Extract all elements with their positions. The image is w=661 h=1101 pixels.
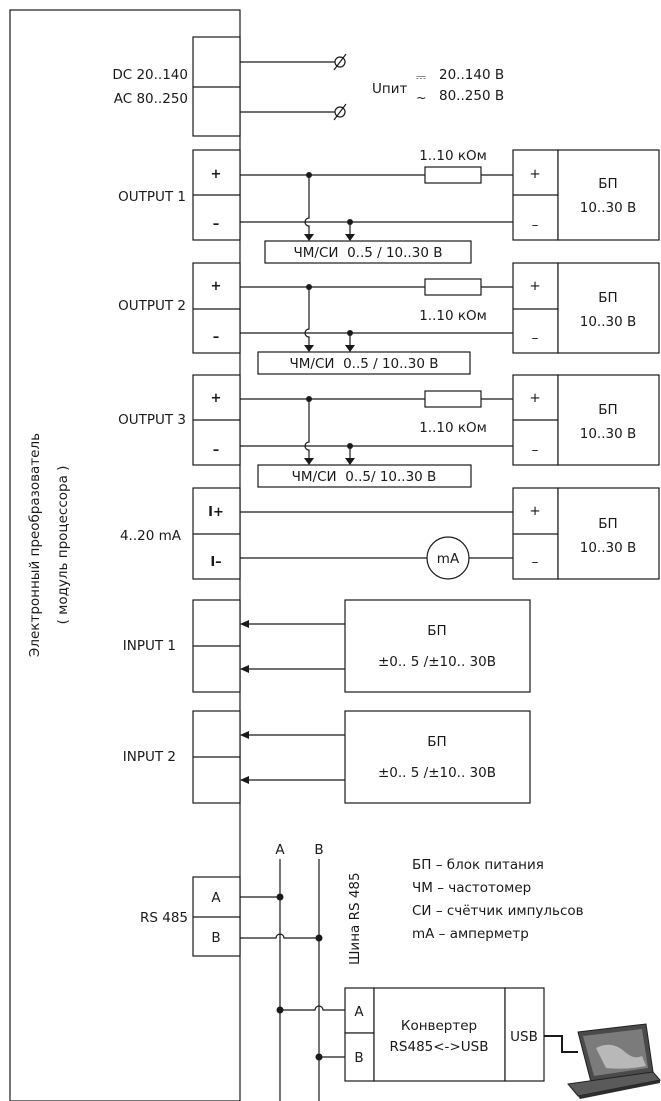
usb-label: USB [510,1029,538,1045]
current-loop-block: I+ I– 4..20 mA mA + – БП 10..30 В [120,487,660,580]
rs485-block: A B RS 485 A B Шина RS 485 A B Конвертер… [140,842,578,1101]
output-2-psu-minus: – [532,330,539,346]
bus-b-label: B [314,842,323,858]
supply-voltage-symbol: Uпит [372,81,407,97]
dc-sign: ⎓ [416,69,426,84]
current-loop-psu-plus: + [529,503,540,519]
output-3-psu-name: БП [598,402,617,418]
output-3-psu-minus: – [532,442,539,458]
current-loop-psu-name: БП [598,516,617,532]
output-2-meter-label: ЧМ/СИ 0..5 / 10..30 В [290,356,439,372]
usb-port [504,987,545,1082]
output-3-block: + – OUTPUT 3 1..10 кОм ЧМ/СИ 0..5/ 10..3… [118,374,660,488]
output-3-meter [257,464,472,488]
output-2-resistor-value: 1..10 кОм [419,308,487,324]
output-3-label: OUTPUT 3 [118,412,186,428]
power-input-block: DC 20..140 AC 80..250 Uпит ⎓ ~ 20..140 В… [112,36,504,137]
input-2-psu-name: БП [427,734,446,750]
output-1-psu-range: 10..30 В [580,200,637,216]
legend: БП – блок питания ЧМ – частотомер СИ – с… [412,857,584,942]
output-3-resistor-value: 1..10 кОм [419,420,487,436]
output-2-label: OUTPUT 2 [118,298,186,314]
output-3-psu-plus: + [529,390,540,406]
input-1-psu [344,599,531,693]
output-3-minus: – [213,443,220,458]
output-1-minus: – [213,217,220,232]
current-loop-minus: I– [210,555,221,570]
legend-item: СИ – счётчик импульсов [412,903,584,919]
converter-b-terminal [344,1032,375,1082]
output-2-block: + – OUTPUT 2 1..10 кОм ЧМ/СИ 0..5 / 10..… [118,262,660,375]
rs485-term-a: A [211,890,221,906]
power-dc-label: DC 20..140 [112,67,188,83]
current-loop-psu [557,487,660,580]
output-2-psu-name: БП [598,290,617,306]
output-2-meter [257,351,471,375]
rs485-label: RS 485 [140,910,188,926]
legend-item: БП – блок питания [412,857,544,873]
rs485-term-b: B [211,930,220,946]
output-1-psu-minus: – [532,217,539,233]
converter [373,987,506,1082]
output-2-psu-plus: + [529,278,540,294]
output-1-plus: + [211,167,222,182]
input-2-psu [344,710,531,804]
output-2-psu-terminals [512,262,559,354]
output-2-psu-range: 10..30 В [580,314,637,330]
power-ac-label: AC 80..250 [114,91,188,107]
output-2-psu [557,262,660,354]
output-2-plus: + [211,279,222,294]
output-3-resistor [424,390,482,408]
converter-b-label: B [354,1050,363,1066]
output-1-psu [557,149,660,241]
output-3-meter-label: ЧМ/СИ 0..5/ 10..30 В [292,469,437,485]
output-3-psu [557,374,660,466]
input-2-block: INPUT 2 БП ±0.. 5 /±10.. 30В [123,710,531,804]
ac-voltage-range: 80..250 В [439,88,504,104]
input-2-label: INPUT 2 [123,749,176,765]
output-3-psu-range: 10..30 В [580,426,637,442]
input-1-block: INPUT 1 БП ±0.. 5 /±10.. 30В [123,599,531,693]
output-3-plus: + [211,391,222,406]
laptop-icon [567,1023,661,1099]
output-2-resistor [424,278,482,296]
output-1-psu-plus: + [529,166,540,182]
output-1-label: OUTPUT 1 [118,189,186,205]
input-1-label: INPUT 1 [123,638,176,654]
output-2-minus: – [213,330,220,345]
legend-item: ЧМ – частотомер [412,880,531,896]
output-1-psu-name: БП [598,176,617,192]
current-loop-plus: I+ [208,505,224,520]
input-1-psu-name: БП [427,623,446,639]
input-1-psu-range: ±0.. 5 /±10.. 30В [378,654,496,670]
current-loop-psu-range: 10..30 В [580,540,637,556]
ammeter-label: mA [437,551,460,567]
output-1-meter [264,240,472,264]
dc-voltage-range: 20..140 В [439,67,504,83]
output-1-block: + – OUTPUT 1 1..10 кОм ЧМ/СИ 0..5 / 10..… [118,148,660,264]
output-2-terminal [192,262,241,354]
converter-a-label: A [354,1004,364,1020]
ac-sign: ~ [416,90,426,105]
bus-a-label: A [275,842,285,858]
legend-item: mA – амперметр [412,926,529,942]
module-title: Электронный преобразователь [27,433,43,657]
output-1-resistor [424,166,482,184]
module-subtitle: ( модуль процессора ) [55,466,71,625]
converter-title: Конвертер [401,1018,477,1034]
input-2-psu-range: ±0.. 5 /±10.. 30В [378,765,496,781]
output-1-meter-label: ЧМ/СИ 0..5 / 10..30 В [294,245,443,261]
converter-model: RS485<->USB [390,1039,489,1055]
current-loop-psu-minus: – [532,554,539,570]
output-1-resistor-value: 1..10 кОм [419,148,487,164]
current-loop-label: 4..20 mA [120,528,182,544]
bus-label: Шина RS 485 [347,872,363,965]
